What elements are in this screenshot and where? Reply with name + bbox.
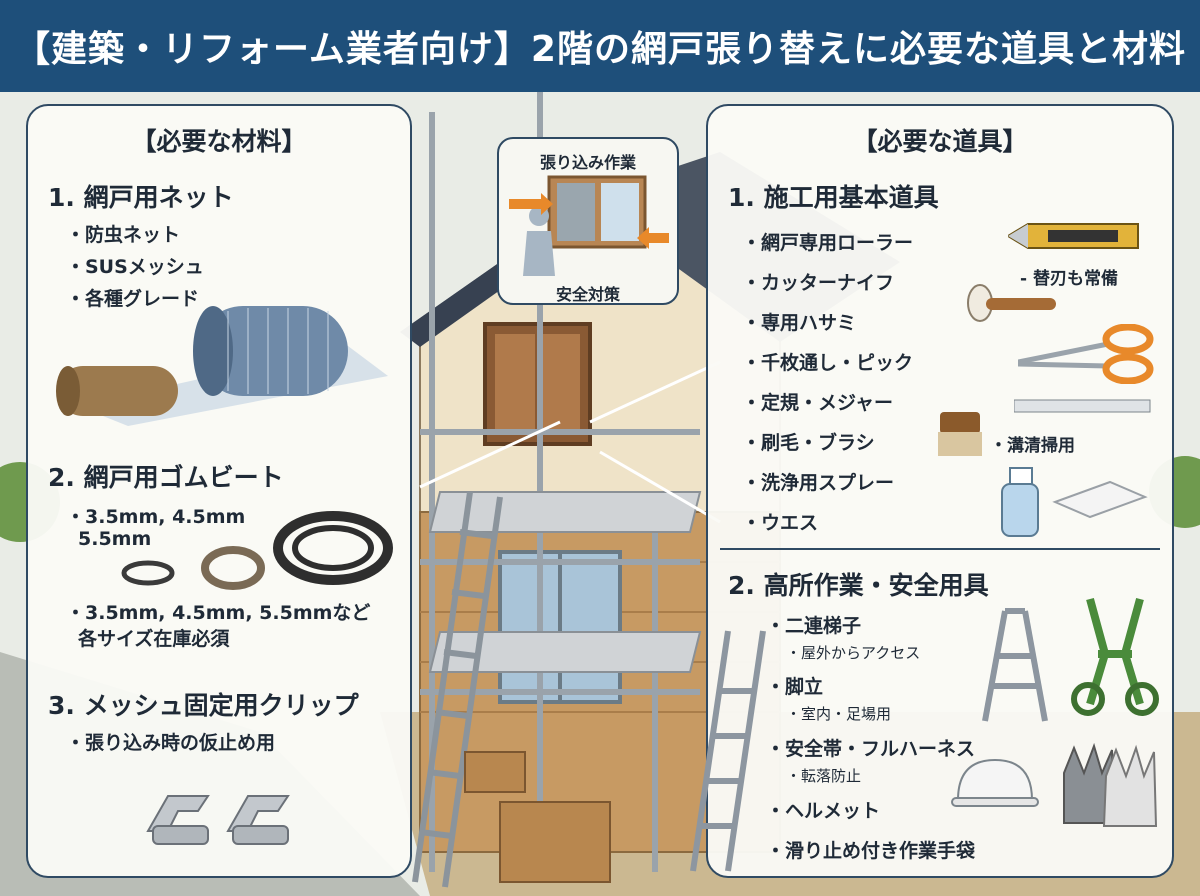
cutter-knife-icon: [1008, 223, 1139, 249]
tools-heading: 【必要な道具】: [852, 127, 1028, 156]
list-item: ・安全帯・フルハーネス: [766, 738, 976, 760]
list-item: ・定規・メジャー: [742, 392, 894, 414]
materials-panel: 【必要な材料】 1. 網戸用ネット ・防虫ネット ・SUSメッシュ ・各種グレー…: [26, 104, 412, 878]
list-item: ・防虫ネット: [66, 224, 181, 246]
page-title: 【建築・リフォーム業者向け】2階の網戸張り替えに必要な道具と材料: [14, 29, 1186, 70]
helmet-icon: [951, 758, 1039, 807]
list-item: 各サイズ在庫必須: [78, 628, 230, 650]
section-spline-title: 2. 網戸用ゴムビート: [48, 463, 284, 492]
ruler-icon: [1014, 399, 1151, 413]
list-item: ・ウエス: [742, 512, 819, 534]
note-groove-clean: ・溝清掃用: [990, 436, 1075, 456]
brush-icon: [938, 412, 982, 456]
list-item: ・千枚通し・ピック: [742, 352, 914, 374]
list-item: ・洗浄用スプレー: [742, 472, 895, 494]
list-item: ・転落防止: [786, 767, 862, 785]
callout-subtitle: 安全対策: [555, 285, 620, 304]
tools-panel: 【必要な道具】 1. 施工用基本道具 ・網戸専用ローラー ・カッターナイフ ・専…: [690, 104, 1174, 878]
list-item: ・刷毛・ブラシ: [742, 432, 875, 454]
rag-cloth-icon: [1052, 480, 1148, 519]
callout-title: 張り込み作業: [539, 153, 636, 172]
list-item: ・二連梯子: [766, 615, 862, 637]
materials-heading: 【必要な材料】: [131, 127, 307, 156]
list-item: ・3.5mm, 4.5mm: [66, 506, 246, 528]
spray-bottle-icon: [1001, 467, 1039, 537]
list-item: 5.5mm: [78, 528, 152, 550]
mesh-clip-icon: [146, 795, 290, 845]
list-item: ・網戸専用ローラー: [742, 232, 914, 254]
list-item: ・滑り止め付き作業手袋: [766, 840, 976, 862]
list-item: ・SUSメッシュ: [66, 256, 204, 278]
screen-roller-icon: [967, 284, 1056, 322]
net-roll-icon: [56, 306, 388, 426]
list-item: ・専用ハサミ: [742, 312, 857, 334]
rubber-spline-icon: [121, 511, 393, 590]
scissors-icon: [1018, 324, 1154, 384]
list-item: ・カッターナイフ: [742, 272, 895, 294]
work-gloves-icon: [1063, 742, 1158, 827]
section-safety-title: 2. 高所作業・安全用具: [728, 571, 989, 600]
note-spare-blade: - 替刃も常備: [1020, 269, 1118, 289]
list-item: ・室内・足場用: [786, 705, 892, 723]
work-callout: 張り込み作業 安全対策: [497, 137, 679, 305]
list-item: ・張り込み時の仮止め用: [66, 732, 276, 754]
list-item: ・ヘルメット: [766, 800, 881, 822]
title-bar: 【建築・リフォーム業者向け】2階の網戸張り替えに必要な道具と材料: [0, 0, 1200, 92]
list-item: ・3.5mm, 4.5mm, 5.5mmなど: [66, 602, 371, 624]
worker-window-icon: [509, 175, 669, 276]
stepladder-icon: [982, 608, 1048, 722]
list-item: ・脚立: [766, 676, 824, 698]
list-item: ・屋外からアクセス: [786, 644, 921, 662]
section-clip-title: 3. メッシュ固定用クリップ: [48, 691, 359, 720]
extension-ladder-icon: [690, 630, 766, 872]
harness-icon: [1071, 597, 1159, 716]
list-item: ・各種グレード: [66, 288, 200, 310]
section-divider: [720, 548, 1160, 550]
section-basic-tools-title: 1. 施工用基本道具: [728, 183, 939, 212]
section-net-title: 1. 網戸用ネット: [48, 183, 234, 212]
